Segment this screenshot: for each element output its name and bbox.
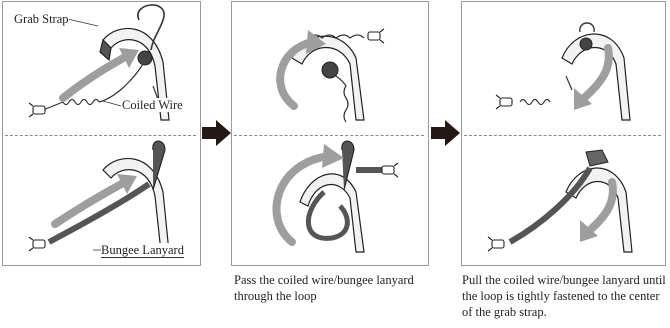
bungee-lanyard-bottom (47, 181, 151, 245)
bungee-loop (152, 140, 166, 191)
grab-strap-label: Grab Strap (14, 12, 69, 26)
rotate-arrow-bottom (272, 152, 334, 246)
step1-illustration (28, 4, 170, 253)
wire-loop-top (137, 4, 165, 51)
step2-panel (231, 1, 429, 266)
grab-strap-leader (62, 17, 99, 27)
pull-arrow-bottom (586, 178, 617, 234)
loop-knot (137, 50, 153, 66)
panel-divider (5, 135, 196, 136)
clip-icon (367, 28, 385, 44)
grab-strap-bottom (565, 167, 633, 253)
grab-strap-top (99, 27, 170, 121)
coiled-wire-top (519, 98, 551, 106)
clip-icon-bottom (487, 236, 505, 252)
step3-illustration (487, 22, 633, 253)
panel-divider (464, 135, 661, 136)
grab-strap-bottom (299, 173, 365, 253)
direction-arrow-bottom (51, 178, 129, 228)
loop-knot (579, 37, 593, 51)
bungee-loop (341, 140, 355, 191)
step-arrow-icon (202, 120, 231, 146)
clip-icon (28, 102, 46, 118)
grab-strap-top (561, 33, 631, 121)
step-arrow-icon (431, 120, 460, 146)
step1-panel: Grab Strap Coiled Wire Bungee Lanyard (2, 1, 201, 266)
step3-caption: Pull the coiled wire/bungee lanyard unti… (462, 273, 666, 319)
clip-icon (495, 94, 513, 110)
pull-arrow-top (580, 44, 613, 102)
loop-knot (321, 61, 339, 79)
bungee-lanyard-bottom (306, 190, 350, 241)
bungee-lanyard-bottom (508, 166, 593, 245)
step2-caption: Pass the coiled wire/bungee lanyard thro… (234, 273, 414, 303)
coiled-wire-leader (102, 100, 122, 107)
rotate-arrow-top (276, 38, 316, 110)
direction-arrow-top (59, 52, 131, 102)
step3-panel (461, 1, 666, 266)
clip-icon-bottom (28, 236, 46, 252)
coiled-wire-label: Coiled Wire (122, 98, 183, 112)
bungee-lanyard-label: Bungee Lanyard (101, 243, 184, 258)
fastened-loop (585, 149, 609, 167)
step2-illustration (272, 28, 399, 253)
panel-divider (234, 135, 424, 136)
coiled-wire-top (307, 34, 365, 39)
clip-icon-bottom (381, 162, 399, 178)
coiled-wire-top (62, 98, 100, 106)
